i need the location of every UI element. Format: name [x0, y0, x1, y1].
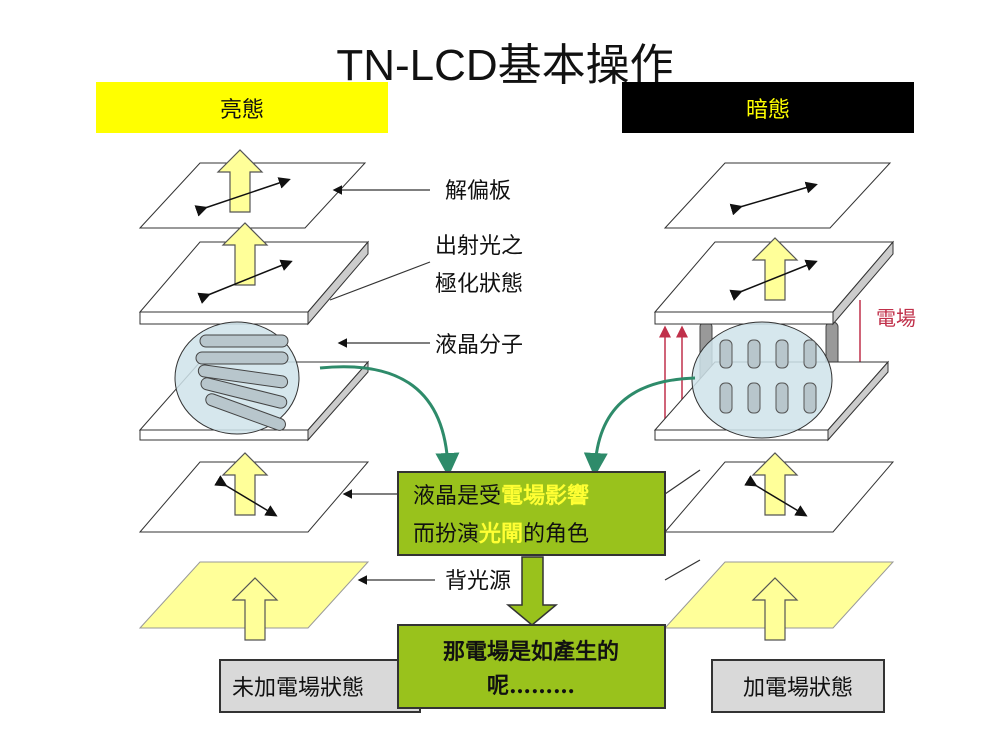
callout-1-text: 的角色 [523, 522, 589, 547]
callout-1-line-2: 而扮演光閘的角色 [413, 521, 589, 547]
leader-lines [329, 185, 701, 585]
backlight-label: 背光源 [445, 569, 511, 594]
lc-molecule-magnifier-field [691, 321, 833, 439]
curved-arrow-right [583, 376, 696, 477]
state-box-with-field [711, 659, 885, 713]
output-light-label-1: 出射光之 [435, 234, 523, 259]
output-light-label-2: 極化狀態 [435, 272, 523, 297]
callout-box-1 [397, 471, 666, 556]
down-arrow [505, 556, 559, 626]
page-title: TN-LCD基本操作 [336, 41, 673, 90]
bright-state-label: 亮態 [220, 98, 264, 123]
callout-2-line-1: 那電場是如產生的 [443, 639, 619, 665]
right-stack [653, 162, 895, 641]
callout-1-highlight: 光閘 [478, 521, 523, 547]
bright-state-banner [96, 82, 388, 133]
callout-1-text: 液晶是受 [413, 484, 501, 509]
state-box-no-field [219, 659, 421, 713]
callout-box-2 [397, 624, 666, 709]
callout-1-highlight: 電場影響 [501, 483, 589, 509]
state-with-field-label: 加電場狀態 [743, 676, 853, 701]
callout-1-text: 而扮演 [413, 522, 479, 547]
curved-arrow-left [319, 365, 460, 477]
analyzer-plate [138, 162, 367, 229]
dark-state-label: 暗態 [746, 98, 790, 123]
state-no-field-label: 未加電場狀態 [232, 676, 364, 701]
callout-2-line-2: 呢……… [487, 673, 575, 699]
lc-molecules-label: 液晶分子 [435, 333, 523, 358]
left-stack [138, 149, 370, 641]
analyzer-label: 解偏板 [445, 179, 511, 204]
electric-field-label: 電場 [876, 306, 916, 330]
callout-1-line-1: 液晶是受電場影響 [413, 483, 589, 509]
dark-state-banner [622, 82, 914, 133]
